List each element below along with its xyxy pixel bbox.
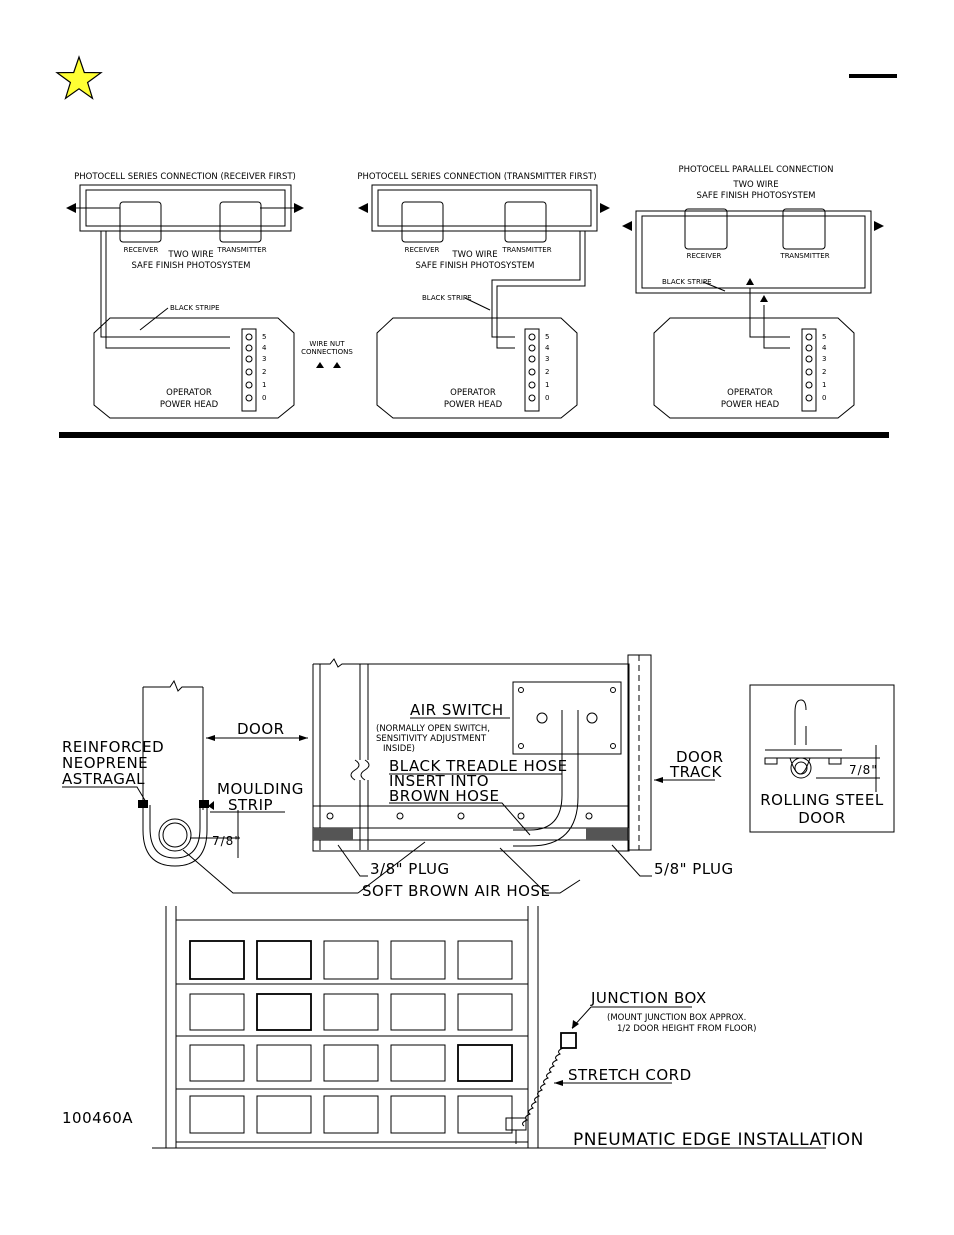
photocell-panel-3: PHOTOCELL PARALLEL CONNECTION TWO WIRE S… bbox=[622, 165, 884, 419]
svg-text:INSERT INTO: INSERT INTO bbox=[389, 772, 489, 790]
svg-text:5: 5 bbox=[262, 333, 266, 341]
svg-text:2: 2 bbox=[545, 368, 549, 376]
svg-text:NEOPRENE: NEOPRENE bbox=[62, 754, 148, 772]
photocell-panel-1: PHOTOCELL SERIES CONNECTION (RECEIVER FI… bbox=[66, 172, 304, 419]
header-rule bbox=[849, 74, 897, 78]
svg-text:TRACK: TRACK bbox=[669, 763, 722, 781]
junction-box bbox=[560, 1032, 577, 1049]
svg-text:2: 2 bbox=[262, 368, 266, 376]
svg-text:JUNCTION BOX: JUNCTION BOX bbox=[590, 989, 707, 1007]
svg-text:CONNECTIONS: CONNECTIONS bbox=[301, 348, 353, 356]
svg-text:4: 4 bbox=[545, 344, 550, 352]
svg-text:100460A: 100460A bbox=[62, 1109, 133, 1127]
wire-nut-legend: WIRE NUT CONNECTIONS bbox=[301, 340, 353, 368]
transmitter-icon bbox=[782, 208, 826, 250]
svg-text:4: 4 bbox=[822, 344, 827, 352]
svg-text:(NORMALLY OPEN SWITCH,: (NORMALLY OPEN SWITCH, bbox=[376, 724, 490, 734]
svg-text:ROLLING STEEL: ROLLING STEEL bbox=[760, 791, 884, 809]
terminal-block bbox=[245, 333, 253, 402]
svg-text:BLACK STRIPE: BLACK STRIPE bbox=[422, 294, 472, 302]
svg-text:DOOR: DOOR bbox=[676, 748, 724, 766]
svg-text:POWER HEAD: POWER HEAD bbox=[160, 400, 219, 410]
receiver-icon bbox=[684, 208, 728, 250]
door-elevation bbox=[312, 654, 652, 852]
svg-text:7/8": 7/8" bbox=[212, 834, 241, 848]
svg-text:7/8": 7/8" bbox=[849, 763, 878, 777]
svg-text:PHOTOCELL SERIES CONNECTION (T: PHOTOCELL SERIES CONNECTION (TRANSMITTER… bbox=[357, 172, 596, 182]
transmitter-icon bbox=[219, 201, 262, 243]
svg-text:3: 3 bbox=[545, 355, 549, 363]
svg-text:DOOR: DOOR bbox=[798, 809, 846, 827]
svg-text:RECEIVER: RECEIVER bbox=[405, 246, 440, 254]
svg-text:WIRE NUT: WIRE NUT bbox=[309, 340, 345, 348]
svg-text:POWER HEAD: POWER HEAD bbox=[444, 400, 503, 410]
svg-text:STRETCH CORD: STRETCH CORD bbox=[568, 1066, 692, 1084]
svg-text:STRIP: STRIP bbox=[228, 796, 273, 814]
svg-text:TRANSMITTER: TRANSMITTER bbox=[501, 246, 551, 254]
svg-text:PHOTOCELL PARALLEL CONNECTION: PHOTOCELL PARALLEL CONNECTION bbox=[678, 165, 833, 175]
door-cross-section: 7/8" bbox=[138, 679, 241, 867]
receiver-icon bbox=[401, 201, 444, 243]
rolling-steel-inset: 7/8" ROLLING STEEL DOOR bbox=[749, 684, 895, 833]
svg-text:SAFE FINISH PHOTOSYSTEM: SAFE FINISH PHOTOSYSTEM bbox=[415, 261, 534, 271]
svg-text:2: 2 bbox=[822, 368, 826, 376]
svg-text:SAFE FINISH PHOTOSYSTEM: SAFE FINISH PHOTOSYSTEM bbox=[696, 191, 815, 201]
svg-text:1/2 DOOR HEIGHT FROM FLOOR): 1/2 DOOR HEIGHT FROM FLOOR) bbox=[617, 1024, 757, 1034]
svg-text:TRANSMITTER: TRANSMITTER bbox=[216, 246, 266, 254]
svg-text:TWO WIRE: TWO WIRE bbox=[732, 180, 778, 190]
svg-text:4: 4 bbox=[262, 344, 267, 352]
svg-text:TWO WIRE: TWO WIRE bbox=[451, 250, 497, 260]
svg-text:RECEIVER: RECEIVER bbox=[124, 246, 159, 254]
air-switch-box bbox=[512, 681, 622, 755]
terminal-block bbox=[528, 333, 536, 402]
svg-text:OPERATOR: OPERATOR bbox=[727, 388, 773, 398]
svg-text:OPERATOR: OPERATOR bbox=[450, 388, 496, 398]
star-icon bbox=[55, 55, 103, 100]
svg-text:5: 5 bbox=[822, 333, 826, 341]
terminal-block bbox=[805, 333, 813, 402]
svg-text:BLACK TREADLE HOSE: BLACK TREADLE HOSE bbox=[389, 757, 568, 775]
svg-text:AIR SWITCH: AIR SWITCH bbox=[410, 701, 504, 719]
transmitter-icon bbox=[504, 201, 547, 243]
svg-text:3: 3 bbox=[822, 355, 826, 363]
receiver-icon bbox=[119, 201, 162, 243]
svg-text:(MOUNT JUNCTION BOX APPROX.: (MOUNT JUNCTION BOX APPROX. bbox=[607, 1013, 746, 1023]
section-divider bbox=[59, 432, 889, 438]
drawing-title: PNEUMATIC EDGE INSTALLATION bbox=[573, 1130, 864, 1150]
svg-text:SENSITIVITY ADJUSTMENT: SENSITIVITY ADJUSTMENT bbox=[376, 734, 487, 744]
svg-text:5/8" PLUG: 5/8" PLUG bbox=[654, 860, 734, 878]
svg-text:MOULDING: MOULDING bbox=[217, 780, 304, 798]
svg-text:DOOR: DOOR bbox=[237, 720, 285, 738]
svg-text:OPERATOR: OPERATOR bbox=[166, 388, 212, 398]
svg-text:0: 0 bbox=[822, 394, 826, 402]
svg-text:1: 1 bbox=[545, 381, 549, 389]
svg-text:BLACK STRIPE: BLACK STRIPE bbox=[170, 304, 220, 312]
power-head-outline bbox=[93, 317, 295, 419]
svg-text:ASTRAGAL: ASTRAGAL bbox=[62, 770, 145, 788]
photocell-panel-2: PHOTOCELL SERIES CONNECTION (TRANSMITTER… bbox=[357, 172, 610, 419]
svg-text:POWER HEAD: POWER HEAD bbox=[721, 400, 780, 410]
svg-text:RECEIVER: RECEIVER bbox=[687, 252, 722, 260]
sectional-door bbox=[152, 906, 826, 1149]
svg-text:1: 1 bbox=[262, 381, 266, 389]
svg-text:INSIDE): INSIDE) bbox=[383, 744, 415, 754]
svg-text:0: 0 bbox=[262, 394, 266, 402]
power-head-outline bbox=[653, 317, 855, 419]
power-head-outline bbox=[376, 317, 578, 419]
panel-title: PHOTOCELL SERIES CONNECTION (RECEIVER FI… bbox=[74, 172, 296, 182]
svg-text:3/8" PLUG: 3/8" PLUG bbox=[370, 860, 450, 878]
svg-text:1: 1 bbox=[822, 381, 826, 389]
svg-text:REINFORCED: REINFORCED bbox=[62, 738, 164, 756]
svg-text:5: 5 bbox=[545, 333, 549, 341]
svg-text:SOFT BROWN AIR HOSE: SOFT BROWN AIR HOSE bbox=[362, 882, 550, 900]
svg-text:BLACK STRIPE: BLACK STRIPE bbox=[662, 278, 712, 286]
svg-text:3: 3 bbox=[262, 355, 266, 363]
svg-text:BROWN HOSE: BROWN HOSE bbox=[389, 787, 499, 805]
svg-text:0: 0 bbox=[545, 394, 549, 402]
svg-text:TRANSMITTER: TRANSMITTER bbox=[779, 252, 829, 260]
svg-text:TWO WIRE: TWO WIRE bbox=[167, 250, 213, 260]
svg-text:SAFE FINISH PHOTOSYSTEM: SAFE FINISH PHOTOSYSTEM bbox=[131, 261, 250, 271]
